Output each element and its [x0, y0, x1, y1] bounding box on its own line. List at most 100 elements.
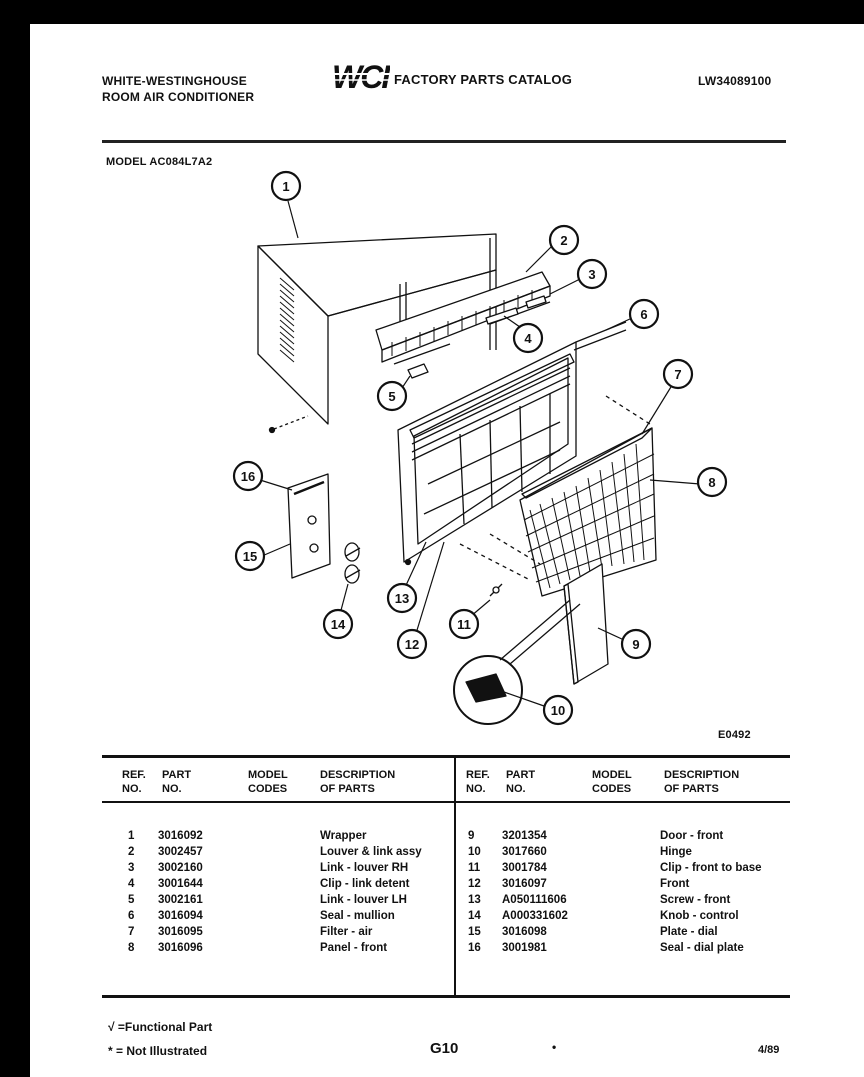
row-ref-no: 8 [128, 942, 135, 954]
callout-12: 12 [405, 637, 419, 652]
date-code: 4/89 [758, 1044, 780, 1056]
header-rule [102, 140, 786, 143]
hinge-detail [453, 599, 581, 725]
row-description: Clip - link detent [320, 878, 410, 890]
row-description: Screw - front [660, 894, 731, 906]
control-knobs [344, 542, 361, 584]
callout-9: 9 [632, 637, 639, 652]
dial-plate [287, 473, 331, 579]
callout-15: 15 [243, 549, 257, 564]
row-description: Front [660, 878, 690, 890]
row-ref-no: 16 [468, 942, 481, 954]
row-part-no: 3201354 [502, 830, 547, 842]
row-part-no: 3016092 [158, 830, 203, 842]
table-header-rule [102, 801, 790, 803]
row-description: Seal - dial plate [660, 942, 744, 954]
catalog-page: WHITE-WESTINGHOUSE ROOM AIR CONDITIONER … [30, 24, 864, 1077]
page-code: G10 [430, 1040, 459, 1057]
table-column-divider [454, 755, 456, 997]
row-part-no: A050111606 [502, 894, 567, 906]
callout-8: 8 [708, 475, 715, 490]
figure-code: E0492 [718, 729, 751, 741]
row-description: Door - front [660, 830, 724, 842]
brand-line-2: ROOM AIR CONDITIONER [102, 90, 255, 104]
row-ref-no: 10 [468, 846, 481, 858]
functional-part-note: √ =Functional Part [108, 1020, 213, 1034]
row-part-no: 3002457 [158, 846, 203, 858]
row-ref-no: 7 [128, 926, 135, 938]
row-part-no: 3016095 [158, 926, 203, 938]
callout-3: 3 [588, 267, 595, 282]
front-door [563, 563, 609, 685]
row-part-no: A000331602 [502, 910, 568, 922]
callout-13: 13 [395, 591, 409, 606]
table-bottom-rule [102, 995, 790, 998]
row-ref-no: 11 [468, 862, 481, 874]
row-ref-no: 14 [468, 910, 481, 922]
row-part-no: 3001644 [158, 878, 203, 890]
hdr-ref-left: REF.NO. [122, 769, 146, 795]
row-ref-no: 2 [128, 846, 135, 858]
front-frame [397, 321, 627, 563]
row-part-no: 3001784 [502, 862, 547, 874]
row-description: Knob - control [660, 910, 739, 922]
table-top-rule [102, 755, 790, 758]
row-description: Link - louver RH [320, 862, 409, 874]
not-illustrated-note: * = Not Illustrated [108, 1044, 208, 1058]
row-ref-no: 6 [128, 910, 135, 922]
clip-screw [489, 583, 503, 597]
row-description: Seal - mullion [320, 910, 395, 922]
row-part-no: 3017660 [502, 846, 547, 858]
callout-2: 2 [560, 233, 567, 248]
row-description: Wrapper [320, 830, 367, 842]
front-panel [459, 395, 657, 597]
model-label: MODEL AC084L7A2 [106, 156, 213, 168]
row-part-no: 3016098 [502, 926, 547, 938]
row-part-no: 3016094 [158, 910, 203, 922]
callout-7: 7 [674, 367, 681, 382]
callout-4: 4 [524, 331, 532, 346]
row-part-no: 3002160 [158, 862, 203, 874]
row-description: Hinge [660, 846, 692, 858]
row-part-no: 3016096 [158, 942, 203, 954]
row-part-no: 3002161 [158, 894, 203, 906]
logo-text: WCI [332, 60, 390, 94]
row-part-no: 3001981 [502, 942, 547, 954]
row-part-no: 3016097 [502, 878, 547, 890]
wci-logo: WCI [330, 59, 393, 95]
callout-1: 1 [282, 179, 289, 194]
row-ref-no: 1 [128, 830, 135, 842]
row-ref-no: 9 [468, 830, 475, 842]
row-ref-no: 4 [128, 878, 135, 890]
brand-line-1: WHITE-WESTINGHOUSE [102, 74, 247, 88]
louver-assembly [375, 271, 551, 379]
callout-16: 16 [241, 469, 255, 484]
row-description: Louver & link assy [320, 846, 422, 858]
row-description: Panel - front [320, 942, 388, 954]
row-ref-no: 12 [468, 878, 481, 890]
dot-mark: • [552, 1040, 557, 1054]
row-description: Link - louver LH [320, 894, 407, 906]
catalog-number: LW34089100 [698, 74, 772, 88]
catalog-title: FACTORY PARTS CATALOG [394, 72, 573, 87]
row-ref-no: 15 [468, 926, 481, 938]
hdr-ref-right: REF.NO. [466, 769, 490, 795]
callout-6: 6 [640, 307, 647, 322]
callout-10: 10 [551, 703, 565, 718]
callout-14: 14 [331, 617, 346, 632]
row-ref-no: 13 [468, 894, 481, 906]
row-description: Clip - front to base [660, 862, 762, 874]
row-ref-no: 3 [128, 862, 135, 874]
row-ref-no: 5 [128, 894, 135, 906]
callout-5: 5 [388, 389, 395, 404]
row-description: Filter - air [320, 926, 373, 938]
callout-11: 11 [457, 617, 471, 632]
row-description: Plate - dial [660, 926, 718, 938]
exploded-parts-diagram: 1 2 3 4 5 6 7 8 9 10 11 12 13 14 15 16 [232, 170, 728, 726]
